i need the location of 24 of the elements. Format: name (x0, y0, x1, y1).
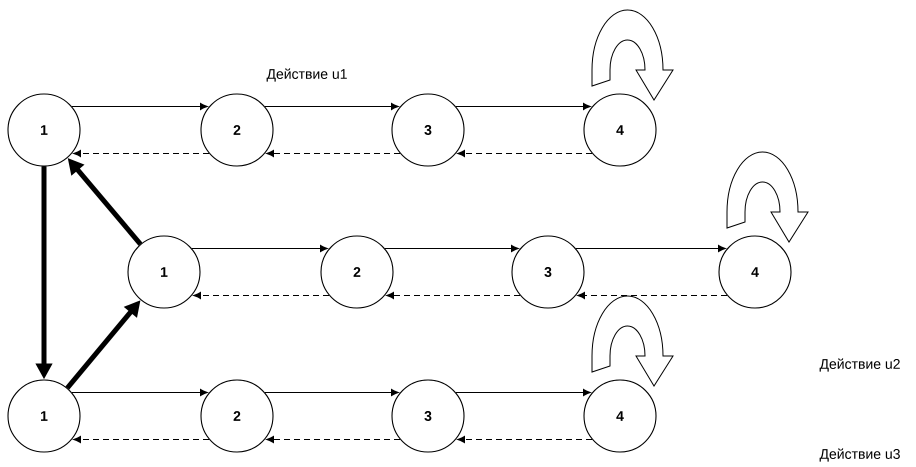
action-label: Действие u1 (266, 68, 347, 82)
dashed-arrow (266, 150, 400, 158)
arrow (72, 388, 208, 396)
dashed-arrow (457, 150, 592, 158)
arrow (456, 102, 591, 110)
self-loop-arrow (592, 296, 674, 386)
dashed-arrow (577, 292, 728, 300)
dashed-arrow (457, 436, 592, 444)
self-loop-arrow (726, 152, 808, 242)
dashed-arrow (73, 150, 210, 158)
arrow (72, 102, 208, 110)
arrow (264, 388, 399, 396)
action-label: Действие u3 (820, 448, 900, 462)
action-label: Действие u2 (820, 358, 900, 372)
dashed-arrow (266, 436, 400, 444)
arrow (264, 102, 399, 110)
dashed-arrow (193, 292, 330, 300)
arrow (456, 388, 591, 396)
dashed-arrow (386, 292, 520, 300)
arrow (192, 244, 328, 252)
self-loop-arrow (592, 10, 674, 100)
arrow (576, 244, 726, 252)
dashed-arrow (73, 436, 210, 444)
arrow (384, 244, 519, 252)
